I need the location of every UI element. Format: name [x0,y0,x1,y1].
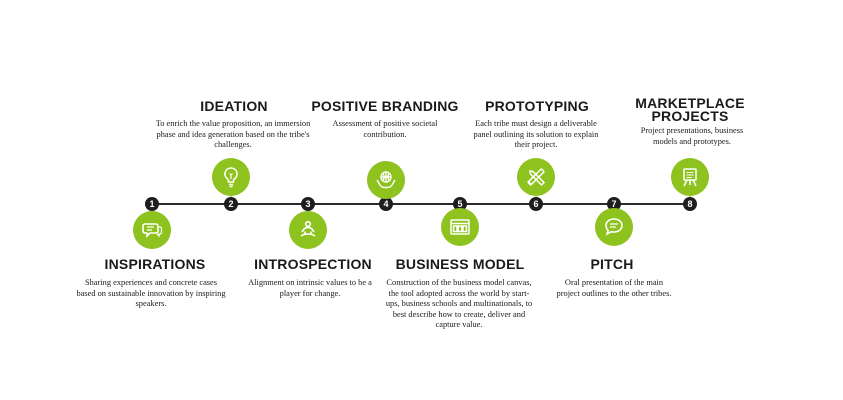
speech-bubble-icon [133,211,171,249]
stem-8 [689,194,691,198]
step-desc-3: Alignment on intrinsic values to be a pl… [248,278,372,298]
step-number-8: 8 [683,197,697,211]
step-number-4: 4 [379,197,393,211]
step-desc-2: To enrich the value proposition, an imme… [155,119,311,149]
step-title-6: PROTOTYPING [485,98,589,114]
step-number-5: 5 [453,197,467,211]
step-number-2: 2 [224,197,238,211]
step-desc-5: Construction of the business model canva… [385,278,533,329]
step-number-7: 7 [607,197,621,211]
step-title-3: INTROSPECTION [254,256,372,272]
easel-board-icon [671,158,709,196]
stem-6 [535,194,537,198]
canvas-board-icon [441,208,479,246]
stem-2 [230,194,232,198]
chat-bubble-icon [595,208,633,246]
step-number-1: 1 [145,197,159,211]
step-number-6: 6 [529,197,543,211]
step-desc-4: Assessment of positive societal contribu… [332,119,438,139]
step-title-8: MARKETPLACE PROJECTS [635,95,745,124]
timeline-line [152,203,692,205]
globe-in-hands-icon [367,161,405,199]
step-title-5: BUSINESS MODEL [395,256,525,272]
step-number-3: 3 [301,197,315,211]
lightbulb-icon [212,158,250,196]
step-title-2: IDEATION [200,98,268,114]
meditation-person-icon [289,211,327,249]
step-title-4: POSITIVE BRANDING [311,98,459,114]
step-desc-7: Oral presentation of the main project ou… [556,278,672,298]
step-title-7: PITCH [590,256,634,272]
step-title-1: INSPIRATIONS [104,256,206,272]
step-desc-8: Project presentations, business models a… [640,126,744,146]
step-desc-6: Each tribe must design a deliverable pan… [473,119,599,149]
ruler-pencil-icon [517,158,555,196]
step-desc-1: Sharing experiences and concrete cases b… [76,278,226,308]
